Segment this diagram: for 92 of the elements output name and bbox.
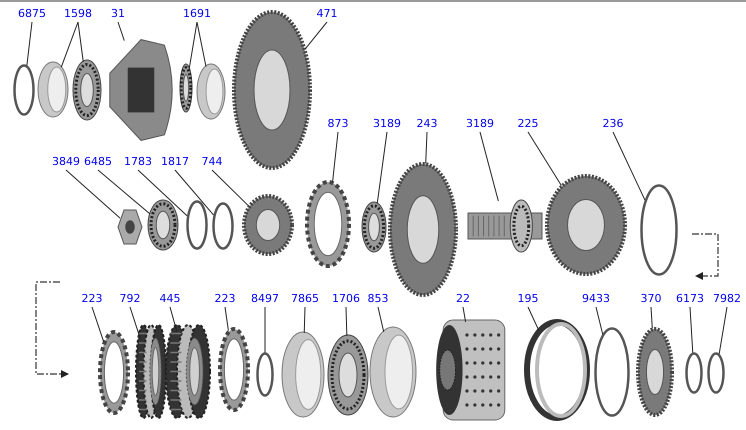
leader-line — [170, 306, 178, 332]
callout-number: 853 — [368, 292, 388, 306]
piston-drawing — [282, 332, 324, 417]
thrust-washer-drawing — [186, 200, 208, 250]
planetary-carrier-drawing — [545, 174, 627, 276]
callout-number: 370 — [640, 292, 662, 306]
leader-line — [188, 22, 198, 69]
leader-line — [264, 306, 266, 353]
leader-line — [66, 170, 121, 219]
callout-number: 792 — [120, 292, 140, 306]
roller-bearing-drawing — [180, 64, 192, 112]
leader-line — [462, 306, 466, 322]
callout-number: 223 — [82, 292, 102, 306]
leader-line — [98, 170, 150, 214]
callout-number: 471 — [316, 7, 338, 21]
leader-line — [304, 22, 328, 50]
leader-line — [304, 306, 306, 334]
leader-line — [332, 132, 338, 182]
callout-number: 1598 — [64, 7, 92, 21]
callout-number: 31 — [111, 7, 125, 21]
leader-line — [480, 132, 499, 202]
thrust-washer-drawing — [212, 202, 234, 250]
leader-line — [224, 306, 229, 332]
brake-band-drawing — [525, 320, 589, 420]
snap-ring-drawing — [640, 184, 678, 276]
callout-number: 195 — [518, 292, 538, 306]
callout-number: 7982 — [713, 292, 741, 306]
callout-number: 236 — [602, 117, 624, 131]
leader-line — [60, 22, 78, 68]
leader-line — [196, 22, 206, 67]
roller-bearing-drawing — [362, 202, 386, 252]
roller-bearing-drawing — [148, 200, 178, 250]
thrust-washer-drawing — [685, 352, 703, 394]
nut-drawing — [118, 210, 142, 244]
leader-line — [690, 306, 694, 354]
drum-drawing — [370, 327, 416, 417]
leader-line — [212, 170, 249, 206]
callout-number: 7865 — [291, 292, 319, 306]
callout-number: 3189 — [466, 117, 494, 131]
callout-number: 1706 — [332, 292, 360, 306]
clutch-plate-drawing — [218, 327, 250, 412]
leader-line — [528, 306, 540, 331]
leader-line — [92, 306, 104, 342]
leader-line — [118, 22, 125, 42]
bearing-cup-drawing — [38, 62, 68, 117]
snap-ring-drawing — [13, 64, 35, 116]
bearing-cup-drawing — [197, 64, 225, 119]
leader-line — [718, 306, 728, 354]
leader-line — [612, 132, 646, 201]
leader-line — [425, 132, 428, 164]
callout-number: 243 — [416, 117, 438, 131]
leader-line — [528, 132, 562, 186]
callout-number: 1817 — [161, 155, 189, 169]
leader-line — [376, 132, 388, 204]
output-shaft-drawing — [468, 200, 542, 252]
callout-number: 3189 — [373, 117, 401, 131]
snap-ring-drawing — [256, 352, 274, 397]
leader-line — [138, 170, 188, 216]
callout-number: 1783 — [124, 155, 152, 169]
spring-assembly-drawing — [328, 335, 368, 415]
callout-number: 6875 — [18, 7, 46, 21]
callout-number: 873 — [328, 117, 348, 131]
helical-gear-drawing — [388, 162, 458, 297]
thrust-washer-drawing — [707, 352, 725, 394]
leader-line — [596, 306, 604, 335]
leader-line — [130, 306, 141, 340]
leader-line — [346, 306, 348, 336]
leader-line — [26, 22, 32, 66]
callout-number: 9433 — [582, 292, 610, 306]
leader-line — [378, 306, 384, 332]
callout-number: 1691 — [183, 7, 211, 21]
clutch-disc-pack-drawing — [166, 324, 210, 419]
callout-number: 225 — [518, 117, 538, 131]
callout-number: 3849 — [52, 155, 80, 169]
leader-line — [174, 170, 214, 216]
callout-number: 6485 — [84, 155, 112, 169]
one-way-clutch-drawing — [636, 327, 674, 417]
callout-number: 223 — [214, 292, 236, 306]
snap-ring-drawing — [594, 327, 630, 417]
callout-number: 445 — [160, 292, 180, 306]
ring-gear-drawing — [232, 10, 312, 170]
leader-line — [650, 306, 653, 329]
clutch-disc-drawing — [136, 324, 166, 419]
roller-bearing-drawing — [73, 60, 101, 120]
callout-number: 744 — [202, 155, 222, 169]
leader-line — [78, 22, 84, 62]
callout-number: 8497 — [251, 292, 279, 306]
callout-number: 22 — [456, 292, 470, 306]
clutch-plate-drawing — [98, 330, 130, 415]
spline-plate-drawing — [305, 180, 351, 268]
helical-gear-drawing — [242, 194, 294, 256]
callout-number: 6173 — [676, 292, 704, 306]
